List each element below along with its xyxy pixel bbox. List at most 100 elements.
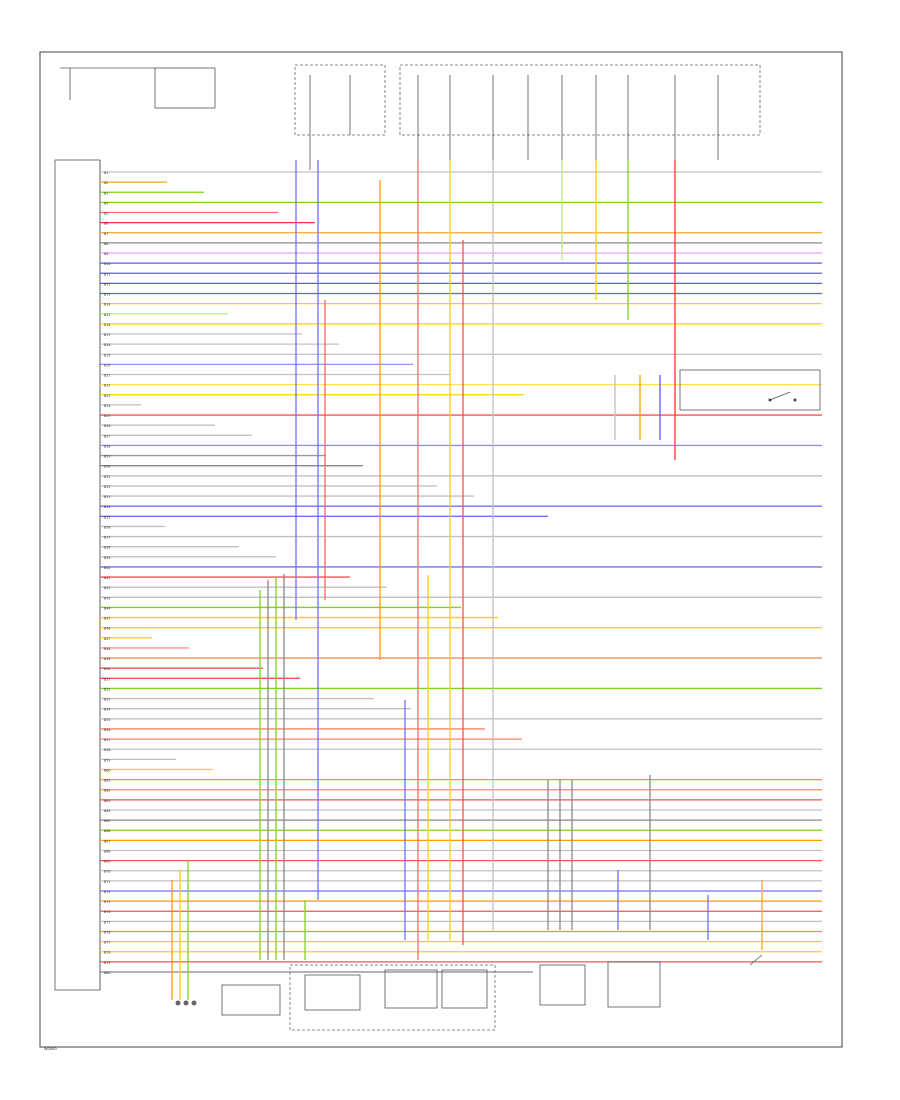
pin-label: B68 [104,849,110,853]
relay-box-left [294,64,386,136]
pin-label: B74 [104,910,110,914]
diagram-border [39,51,843,1048]
pin-label: B25 [104,414,110,418]
pin-label: B42 [104,586,110,590]
pin-label: B48 [104,647,110,651]
pin-label: B6 [104,222,108,226]
pin-label: B60 [104,768,110,772]
pin-label: B35 [104,515,110,519]
component-3 [384,969,438,1009]
pin-label: B75 [104,920,110,924]
pin-label: B34 [104,505,110,509]
pin-label: B12 [104,282,110,286]
pin-label: B76 [104,930,110,934]
pin-label-group: B1B2B3B4B5B6B7B8B9B10B11B12B13B14B15B16B… [104,171,110,975]
pin-label: B43 [104,596,110,600]
pin-label: B24 [104,404,110,408]
pin-label: B14 [104,303,110,307]
pin-label: B46 [104,627,110,631]
right-switch [679,369,821,411]
wire-group [100,160,822,1000]
pin-label: B9 [104,252,108,256]
pin-label: B2 [104,181,108,185]
pin-label: B65 [104,819,110,823]
fuses [417,75,719,160]
component-group-dashed [289,964,496,1031]
pin-label: B20 [104,363,110,367]
pin-label: B29 [104,455,110,459]
pin-label: B39 [104,556,110,560]
pin-label: B45 [104,617,110,621]
corner-code: W0000 [44,1047,57,1051]
component-2 [304,974,361,1011]
pin-label: B54 [104,708,110,712]
pin-label: B66 [104,829,110,833]
pin-label: B79 [104,961,110,965]
pin-label: B40 [104,566,110,570]
component-5 [539,964,586,1006]
pin-label: B15 [104,313,110,317]
pin-label: B11 [104,272,110,276]
pin-label: B10 [104,262,110,266]
pin-label: B5 [104,212,108,216]
pin-label: B71 [104,880,110,884]
pin-label: B44 [104,606,110,610]
pin-label: B59 [104,758,110,762]
top-power-section [60,64,761,170]
pin-label: B36 [104,525,110,529]
pin-label: B31 [104,475,110,479]
pin-label: B56 [104,728,110,732]
pin-label: B19 [104,353,110,357]
pin-label: B63 [104,799,110,803]
pin-label: B78 [104,951,110,955]
pin-label: B38 [104,546,110,550]
pin-label: B69 [104,860,110,864]
pin-label: B67 [104,839,110,843]
pin-label: B49 [104,657,110,661]
pin-label: B80 [104,971,110,975]
pin-label: B16 [104,323,110,327]
pin-label: B58 [104,748,110,752]
pin-label: B47 [104,637,110,641]
pin-label: B77 [104,941,110,945]
pin-label: B70 [104,870,110,874]
pin-label: B22 [104,384,110,388]
component-4 [441,969,488,1009]
pin-label: B13 [104,293,110,297]
component-6 [607,961,661,1008]
pin-label: B55 [104,718,110,722]
pin-label: B26 [104,424,110,428]
pin-label: B61 [104,779,110,783]
ignition-switch [154,67,216,109]
pin-label: B64 [104,809,110,813]
pin-label: B7 [104,232,108,236]
pin-label: B57 [104,738,110,742]
pin-label: B27 [104,434,110,438]
pin-label: B28 [104,444,110,448]
pin-label: B37 [104,536,110,540]
control-module-box [54,159,101,991]
pin-label: B23 [104,394,110,398]
fuse-relay-box [399,64,761,136]
pin-label: B72 [104,890,110,894]
pin-label: B51 [104,677,110,681]
pin-label: B4 [104,201,108,205]
pin-label: B62 [104,789,110,793]
pin-label: B8 [104,242,108,246]
pin-label: B3 [104,191,108,195]
pin-label: B21 [104,374,110,378]
bottom-components [175,954,763,1031]
pin-label: B1 [104,171,108,175]
pin-label: B33 [104,495,110,499]
component-1 [221,984,281,1016]
pin-label: B52 [104,687,110,691]
pin-label: B41 [104,576,110,580]
pin-label: B50 [104,667,110,671]
pin-label: B30 [104,465,110,469]
pin-label: B73 [104,900,110,904]
pin-label: B18 [104,343,110,347]
pin-label: B53 [104,698,110,702]
pin-label: B32 [104,485,110,489]
pin-label: B17 [104,333,110,337]
